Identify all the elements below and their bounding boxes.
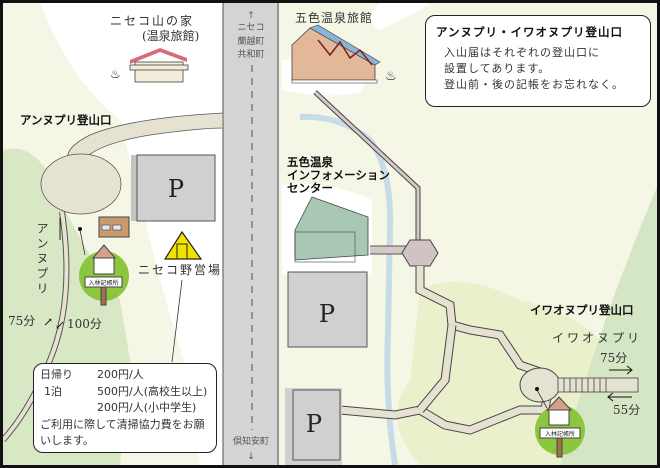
forest-right (560, 180, 660, 465)
svg-text:アンヌプリ: アンヌプリ (35, 222, 49, 297)
down-arrow-icon: ↙ (55, 318, 65, 332)
hot-spring-icon-2: ♨ (385, 69, 397, 84)
up-arrow-icon: ↗ (43, 315, 53, 329)
road-label-niseko: ニセコ (237, 22, 264, 33)
annupuri-down-time: 100分 (67, 317, 102, 331)
goshiki-ryokan-building (291, 24, 381, 84)
iwaonupuri-down-time: 55分 (613, 403, 640, 417)
turnaround-left (40, 153, 122, 215)
goshiki-ryokan-label: 五色温泉旅館 (295, 10, 373, 25)
info-center-label-2: インフォメーション (287, 168, 390, 182)
info-box-line: 入山届はそれぞれの登山口に (444, 46, 600, 59)
turnaround-right (519, 367, 561, 403)
annupuri-up-time: 75分 (8, 314, 35, 328)
svg-text:入林記帳所: 入林記帳所 (88, 279, 118, 287)
hot-spring-icon: ♨ (110, 67, 121, 81)
parking-lot-left (136, 154, 216, 222)
niseko-yamanoie-building (129, 48, 189, 83)
road-label-kyowa: 共和町 (237, 49, 264, 60)
info-box-line: 登山前・後の記帳をお忘れなく。 (444, 78, 624, 91)
north-arrow: ↑ (247, 11, 255, 21)
iwaonupuri-trail (557, 377, 639, 393)
iwaonupuri-trailhead-label: イワオヌプリ登山口 (530, 303, 634, 317)
parking-label: P (306, 410, 322, 438)
svg-text:入林記帳所: 入林記帳所 (545, 430, 575, 438)
parking-label: P (319, 300, 335, 328)
fee-night-label: 1泊 (44, 384, 62, 398)
register-sign-left-icon: 入林記帳所 (78, 227, 129, 306)
road-label-rankoshi: 蘭越町 (237, 35, 264, 47)
info-box-title: アンヌプリ・イワオヌプリ登山口 (436, 25, 624, 39)
annupuri-trailhead-label: アンヌプリ登山口 (20, 113, 112, 127)
path-ryokan (313, 90, 420, 245)
niseko-yamanoie-sub-label: (温泉旅館) (142, 28, 199, 43)
fee-day-label: 日帰り (40, 368, 73, 381)
south-arrow: ↓ (247, 452, 255, 462)
left-arrow-icon (607, 392, 632, 402)
junction-hexagon (401, 239, 439, 267)
campsite-label: ニセコ野営場 (138, 263, 222, 277)
fee-note: ご利用に際して清掃協力費をお願いします。 (40, 417, 205, 448)
fee-night-adult: 500円/人(高校生以上) (97, 384, 208, 398)
fee-night-child: 200円/人(小中学生) (97, 401, 197, 414)
parking-lot-right-1 (287, 271, 368, 348)
campsite-fee-box: 日帰り 200円/人 1泊 500円/人(高校生以上) 200円/人(小中学生) ご… (33, 363, 217, 453)
annupuri-trail (1, 211, 69, 442)
iwaonupuri-label: イワオヌプリ (552, 331, 642, 345)
right-arrow-icon (609, 365, 633, 375)
info-box: アンヌプリ・イワオヌプリ登山口 入山届はそれぞれの登山口に 設置してあります。 … (425, 15, 651, 107)
niseko-yamanoie-label: ニセコ山の家 (110, 13, 194, 28)
main-road (223, 3, 279, 465)
annupuri-vertical-label: アンヌプリ (35, 222, 49, 297)
info-center-building (294, 196, 369, 263)
road-label-kutchan: 倶知安町 (233, 435, 269, 447)
campsite-tent-icon (163, 230, 203, 260)
iwaonupuri-up-time: 75分 (600, 351, 627, 365)
info-center-label-3: センター (287, 181, 333, 195)
river (299, 113, 398, 466)
register-sign-right-icon: 入林記帳所 (535, 387, 585, 458)
parking-label: P (168, 175, 184, 203)
info-box-line: 設置してあります。 (444, 62, 551, 75)
info-center-label-1: 五色温泉 (287, 155, 333, 169)
fee-day-price: 200円/人 (97, 368, 144, 381)
